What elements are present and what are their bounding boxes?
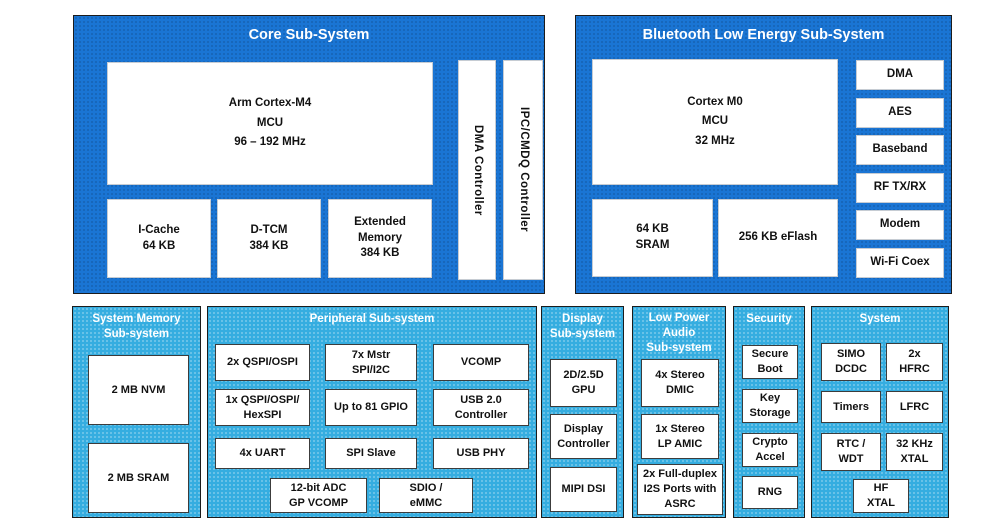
audio-panel: Low Power Audio Sub-system 4x Stereo DMI… (632, 306, 726, 518)
arm-cortex-m4-block: Arm Cortex-M4 MCU 96 – 192 MHz (107, 62, 433, 185)
timers-block: Timers (821, 391, 881, 423)
system-panel: System SIMO DCDC 2x HFRC Timers LFRC RTC… (811, 306, 949, 518)
secure-boot-block: Secure Boot (742, 345, 798, 379)
display-controller-block: Display Controller (550, 414, 617, 459)
core-subsystem-panel: Core Sub-System Arm Cortex-M4 MCU 96 – 1… (73, 15, 545, 294)
nvm-block: 2 MB NVM (88, 355, 189, 425)
ble-dma-block: DMA (856, 60, 944, 90)
ipc-cmdq-controller-block: IPC/CMDQ Controller (503, 60, 543, 280)
hf-xtal-block: HF XTAL (853, 479, 909, 513)
audio-title: Low Power Audio Sub-system (646, 312, 712, 354)
usb-phy-block: USB PHY (433, 438, 529, 469)
security-panel: Security Secure Boot Key Storage Crypto … (733, 306, 805, 518)
extended-memory-block: Extended Memory 384 KB (328, 199, 432, 278)
hfrc-block: 2x HFRC (886, 343, 943, 381)
i2s-asrc-block: 2x Full-duplex I2S Ports with ASRC (637, 464, 723, 515)
dmic-block: 4x Stereo DMIC (641, 359, 719, 407)
mipi-dsi-block: MIPI DSI (550, 467, 617, 512)
mstr-spi-i2c-block: 7x Mstr SPI/I2C (325, 344, 417, 381)
system-memory-panel: System Memory Sub-system 2 MB NVM 2 MB S… (72, 306, 201, 518)
sdio-emmc-block: SDIO / eMMC (379, 478, 473, 513)
dtcm-block: D-TCM 384 KB (217, 199, 321, 278)
system-memory-title: System Memory Sub-system (92, 313, 181, 340)
display-panel: Display Sub-system 2D/2.5D GPU Display C… (541, 306, 624, 518)
usb-controller-block: USB 2.0 Controller (433, 389, 529, 426)
ble-baseband-block: Baseband (856, 135, 944, 165)
ble-rf-txrx-block: RF TX/RX (856, 173, 944, 203)
gpio-block: Up to 81 GPIO (325, 389, 417, 426)
hexspi-block: 1x QSPI/OSPI/ HexSPI (215, 389, 310, 426)
vcomp-block: VCOMP (433, 344, 529, 381)
cortex-m0-block: Cortex M0 MCU 32 MHz (592, 59, 838, 185)
ble-wifi-coex-block: Wi-Fi Coex (856, 248, 944, 278)
peripheral-panel: Peripheral Sub-system 2x QSPI/OSPI 7x Ms… (207, 306, 537, 518)
amic-block: 1x Stereo LP AMIC (641, 414, 719, 459)
ble-subsystem-panel: Bluetooth Low Energy Sub-System Cortex M… (575, 15, 952, 294)
rng-block: RNG (742, 476, 798, 509)
display-title: Display Sub-system (549, 313, 616, 340)
system-title: System (859, 313, 901, 325)
core-subsystem-title: Core Sub-System (248, 27, 370, 43)
xtal-32khz-block: 32 KHz XTAL (886, 433, 943, 471)
dma-controller-block: DMA Controller (458, 60, 496, 280)
uart-block: 4x UART (215, 438, 310, 469)
ble-subsystem-title: Bluetooth Low Energy Sub-System (642, 27, 885, 43)
peripheral-title: Peripheral Sub-system (309, 313, 435, 325)
lfrc-block: LFRC (886, 391, 943, 423)
ble-eflash-block: 256 KB eFlash (718, 199, 838, 277)
gpu-block: 2D/2.5D GPU (550, 359, 617, 407)
ble-sram-block: 64 KB SRAM (592, 199, 713, 277)
simo-dcdc-block: SIMO DCDC (821, 343, 881, 381)
crypto-accel-block: Crypto Accel (742, 433, 798, 467)
rtc-wdt-block: RTC / WDT (821, 433, 881, 471)
spi-slave-block: SPI Slave (325, 438, 417, 469)
adc-vcomp-block: 12-bit ADC GP VCOMP (270, 478, 367, 513)
sram-block: 2 MB SRAM (88, 443, 189, 513)
ble-aes-block: AES (856, 98, 944, 128)
key-storage-block: Key Storage (742, 389, 798, 423)
ble-modem-block: Modem (856, 210, 944, 240)
icache-block: I-Cache 64 KB (107, 199, 211, 278)
qspi-ospi-block: 2x QSPI/OSPI (215, 344, 310, 381)
security-title: Security (746, 313, 792, 325)
